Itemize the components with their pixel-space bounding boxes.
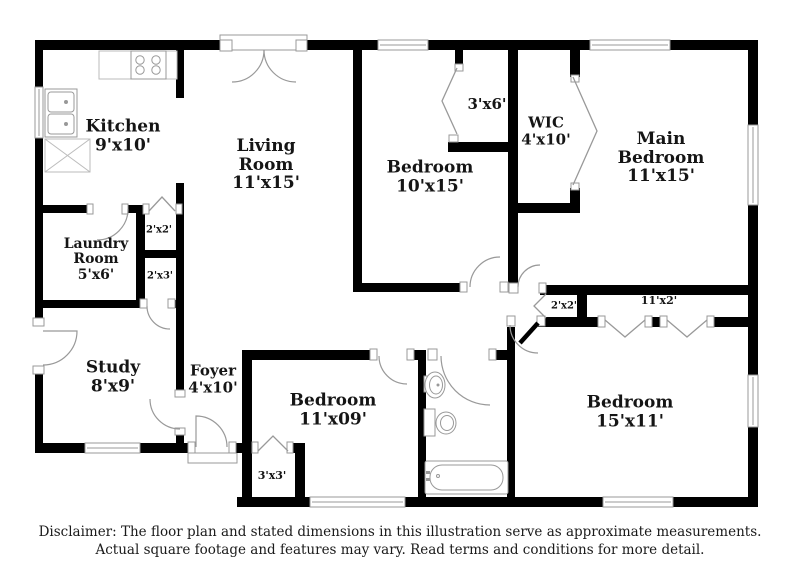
bedroom-15x11-door [509,324,539,354]
bifold-doors [148,67,708,452]
kitchen-pantry-box [44,138,91,173]
walls [35,40,758,507]
entry-door-left [231,49,265,83]
window [84,442,141,454]
bedroom-10x15-door [469,256,501,288]
window [34,86,44,139]
window [602,496,674,508]
fixtures [44,50,509,495]
window [589,39,671,51]
window [747,374,759,428]
kitchen-sink [44,88,78,138]
disclaimer-text: Disclaimer: The floor plan and stated di… [0,524,800,560]
front-door [195,415,228,448]
door-frames [32,39,715,454]
bathroom-door [440,355,491,406]
window [747,124,759,206]
closet-3x6-bifold [441,67,458,135]
bathroom-sink [423,371,446,399]
closet-11x2-bifold-left [604,319,646,338]
disclaimer-line-2: Actual square footage and features may v… [95,541,705,558]
study-exterior-door [42,330,78,366]
wic-bifold [572,76,598,186]
main-bedroom-door [517,264,541,288]
closet-3x3-bifold [257,435,289,452]
bedroom-15x11-door-leaf [518,321,540,345]
window [377,39,429,51]
entry-door-right [263,49,297,83]
windows [34,39,759,508]
bathtub [424,460,509,495]
window [309,496,406,508]
bedroom-11x09-door [378,355,408,385]
laundry-door [96,208,129,241]
stove [130,50,167,80]
foyer-stoop [187,452,238,464]
disclaimer-line-1: Disclaimer: The floor plan and stated di… [38,524,762,540]
study-door [149,398,181,430]
closet-2x2-hall-bifold [533,293,547,319]
closet-11x2-bifold-right [666,319,708,338]
toilet [423,408,457,437]
closet-2x3-door [146,305,171,330]
door-arcs [42,49,541,448]
entry-porch [219,34,308,51]
closet-2x2-kitchen-bifold [148,196,176,212]
